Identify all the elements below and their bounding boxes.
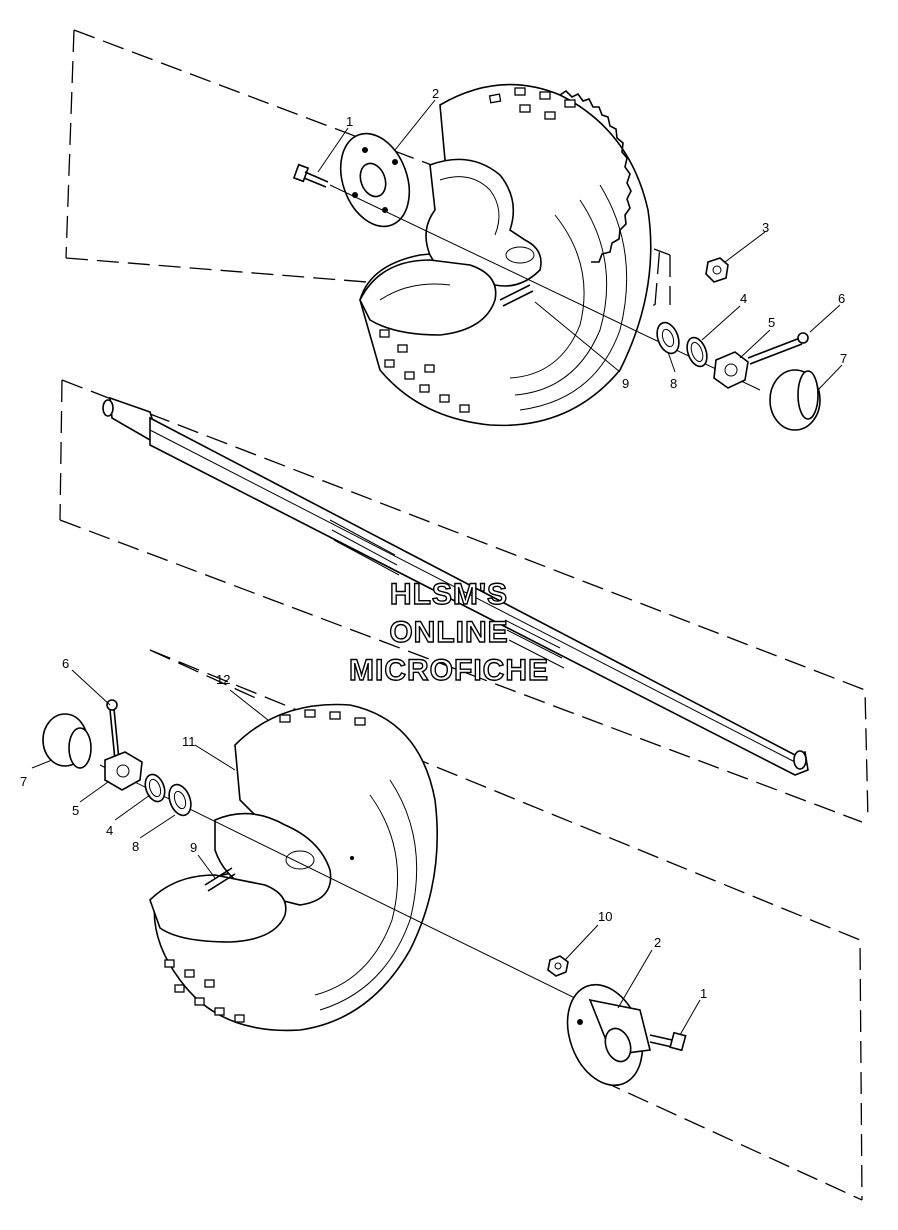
lower-tread-lugs <box>164 709 366 1023</box>
upper-dust-cap <box>769 369 821 431</box>
callout-upper-6: 6 <box>838 291 845 306</box>
callout-upper-2: 2 <box>432 86 439 101</box>
upper-bolt <box>292 163 329 188</box>
axle-frame <box>59 379 869 823</box>
lower-lug-nut <box>547 955 569 977</box>
upper-lug-nut <box>705 257 729 283</box>
watermark-line-2: ONLINE <box>389 616 508 649</box>
callout-lower-5: 5 <box>72 803 79 818</box>
callout-upper-7: 7 <box>840 351 847 366</box>
lower-wheel-assembly <box>149 703 439 1032</box>
callout-upper-5: 5 <box>768 315 775 330</box>
axle-shaft <box>102 396 809 776</box>
watermark-line-1: HLSM'S <box>390 578 508 611</box>
callout-lower-1: 1 <box>700 986 707 1001</box>
callout-upper-9: 9 <box>622 376 629 391</box>
callout-lower-6: 6 <box>62 656 69 671</box>
lower-wheel-stud <box>204 867 236 892</box>
upper-cotter-pin <box>747 332 809 365</box>
upper-spacer-ring <box>686 336 708 368</box>
callout-lower-7: 7 <box>20 774 27 789</box>
lower-bolt <box>649 1031 687 1052</box>
axle-splines <box>329 519 565 669</box>
callout-upper-1: 1 <box>346 114 353 129</box>
callout-lower-8: 8 <box>132 839 139 854</box>
lower-tire-cutaway <box>149 874 287 943</box>
upper-castle-nut <box>713 351 749 389</box>
leader-lines <box>31 99 843 1036</box>
upper-tire-cutaway <box>359 259 497 336</box>
lower-washer <box>168 783 192 817</box>
lower-spacer-ring <box>144 773 166 803</box>
callout-lower-4: 4 <box>106 823 113 838</box>
callout-upper-3: 3 <box>762 220 769 235</box>
lower-hub <box>566 983 651 1087</box>
upper-tread-lugs <box>379 87 576 413</box>
upper-wheel-assembly <box>359 83 652 427</box>
watermark: HLSM'S ONLINE MICROFICHE <box>348 577 549 687</box>
callout-lower-9: 9 <box>190 840 197 855</box>
lower-cotter-pin <box>106 699 120 761</box>
callout-labels: 1 2 3 4 5 6 7 8 9 6 7 5 4 8 9 11 12 10 2… <box>20 86 847 1001</box>
watermark-line-3: MICROFICHE <box>349 654 549 687</box>
callout-upper-4: 4 <box>740 291 747 306</box>
lower-castle-nut <box>104 751 143 791</box>
callout-upper-8: 8 <box>670 376 677 391</box>
upper-wheel-rim <box>425 158 542 287</box>
upper-hub <box>339 132 411 228</box>
upper-washer <box>656 321 680 355</box>
lower-dust-cap <box>42 713 92 769</box>
upper-wheel-stud <box>499 284 534 307</box>
callout-lower-10: 10 <box>598 909 612 924</box>
callout-lower-12: 12 <box>216 672 230 687</box>
callout-lower-11: 11 <box>182 734 196 749</box>
callout-lower-2: 2 <box>654 935 661 950</box>
